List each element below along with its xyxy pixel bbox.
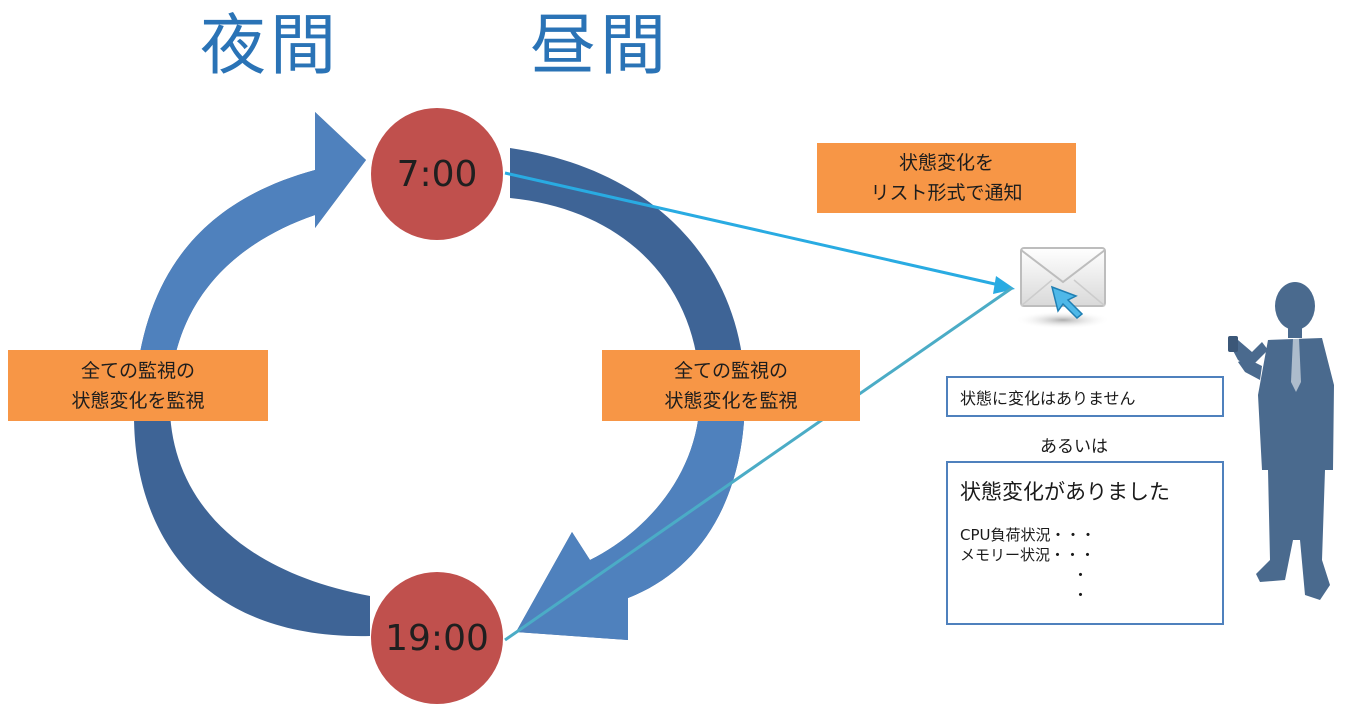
day-monitor-label: 全ての監視の 状態変化を監視 bbox=[602, 350, 860, 421]
evening-time-label: 19:00 bbox=[385, 617, 489, 659]
night-monitor-line1: 全ての監視の bbox=[80, 359, 195, 382]
day-monitor-line2: 状態変化を監視 bbox=[664, 389, 798, 412]
night-monitor-line2: 状態変化を監視 bbox=[71, 389, 205, 412]
night-monitor-label: 全ての監視の 状態変化を監視 bbox=[8, 350, 268, 421]
morning-time-circle: 7:00 bbox=[371, 108, 503, 240]
status-no-change-box: 状態に変化はありません bbox=[946, 376, 1224, 417]
status-changed-box: 状態変化がありました CPU負荷状況・・・ メモリー状況・・・ ・ ・ bbox=[946, 461, 1224, 625]
day-cycle-arrow-bottom bbox=[516, 395, 745, 640]
continuation-dot: ・ bbox=[1073, 586, 1089, 604]
or-text: あるいは bbox=[1040, 437, 1108, 457]
businessman-with-phone-icon bbox=[1228, 282, 1334, 600]
notify-line-out bbox=[504, 171, 1009, 289]
notify-line2: リスト形式で通知 bbox=[870, 182, 1023, 204]
day-heading: 昼間 bbox=[530, 7, 670, 84]
evening-time-circle: 19:00 bbox=[371, 572, 503, 704]
notify-line-back bbox=[504, 286, 1013, 642]
notify-line1: 状態変化を bbox=[898, 152, 994, 174]
cpu-status-line: CPU負荷状況・・・ bbox=[960, 526, 1096, 544]
envelope-with-cursor-icon bbox=[1015, 247, 1111, 329]
morning-time-label: 7:00 bbox=[396, 153, 478, 195]
tie-icon bbox=[1291, 338, 1301, 392]
night-heading: 夜間 bbox=[200, 7, 340, 84]
status-no-change-text: 状態に変化はありません bbox=[960, 388, 1136, 408]
continuation-dot: ・ bbox=[1073, 566, 1089, 584]
notify-label: 状態変化を リスト形式で通知 bbox=[817, 143, 1076, 213]
day-monitor-line1: 全ての監視の bbox=[673, 359, 788, 382]
night-cycle-arrow-top bbox=[135, 112, 366, 392]
status-changed-title: 状態変化がありました bbox=[960, 480, 1170, 504]
memory-status-line: メモリー状況・・・ bbox=[960, 546, 1096, 564]
notify-line-out-head bbox=[993, 276, 1015, 294]
